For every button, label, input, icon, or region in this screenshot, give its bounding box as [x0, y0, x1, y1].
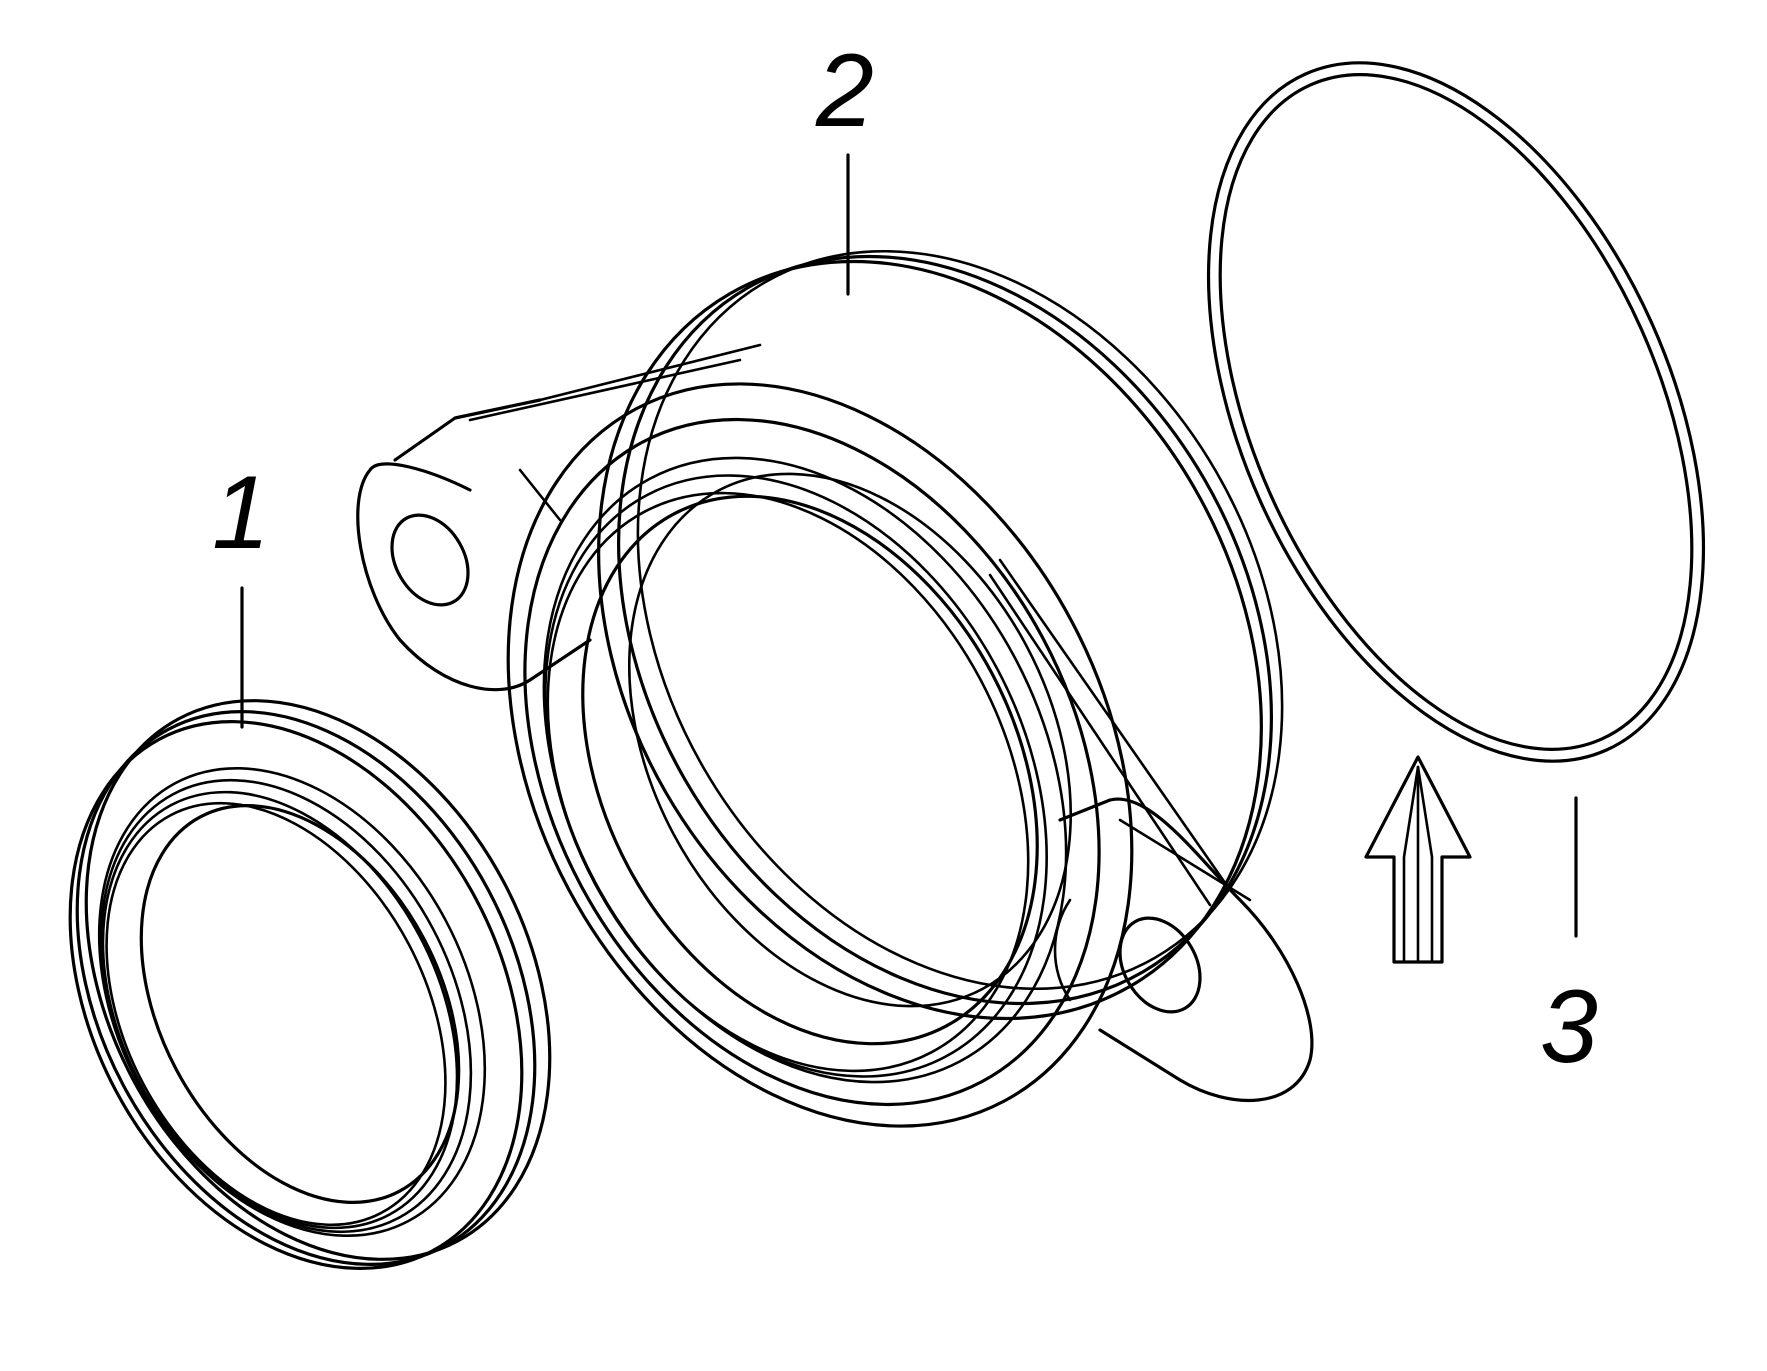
- callout-label-2: 2: [815, 33, 874, 149]
- part-1-threaded-ring: [68, 699, 552, 1270]
- callout-label-3: 3: [1540, 969, 1598, 1085]
- part-2-flange-housing: [356, 249, 1314, 1128]
- callout-label-1: 1: [212, 455, 270, 571]
- double-up-arrow-icon: [1364, 755, 1472, 964]
- part-3-o-ring: [1206, 61, 1706, 763]
